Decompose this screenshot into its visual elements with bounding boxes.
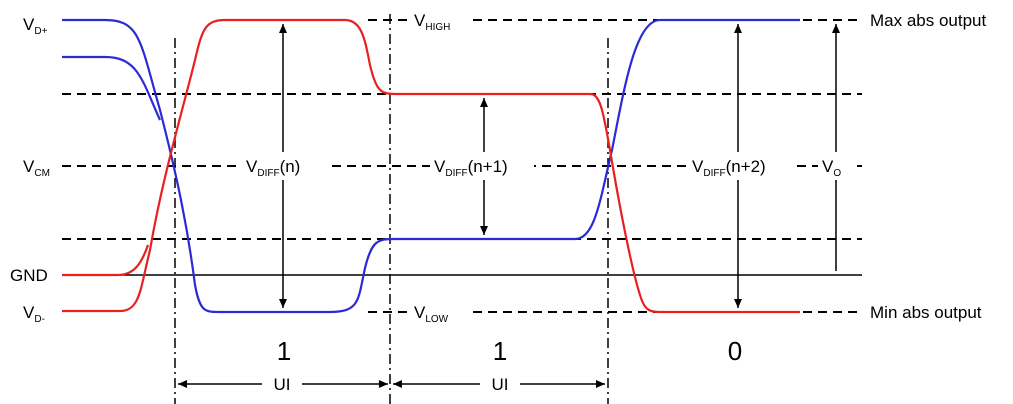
gnd-label: GND xyxy=(10,266,48,285)
d-plus-waveform xyxy=(62,18,800,314)
bit-value-1: 1 xyxy=(277,336,291,366)
vdiff-n-bg xyxy=(241,152,327,180)
vdiff-n1-bg xyxy=(430,152,534,180)
vlow-bg xyxy=(410,300,470,326)
bit-value-2: 1 xyxy=(493,336,507,366)
vlow-label: VLOW xyxy=(414,303,449,325)
bit-boundaries xyxy=(174,14,609,404)
vhigh-label: VHIGH xyxy=(414,11,450,33)
d-minus-waveform xyxy=(62,18,800,314)
ui-label-2: UI xyxy=(492,375,509,394)
vcm-label: VCM xyxy=(23,157,50,179)
bit-value-3: 0 xyxy=(728,336,742,366)
measurement-arrows xyxy=(178,24,840,388)
ui-bg-1 xyxy=(262,372,302,396)
d-plus-waveform-alt xyxy=(62,55,162,121)
vo-label: VO xyxy=(822,157,841,179)
vdiff-n-label: VDIFF(n) xyxy=(246,157,300,179)
min-abs-output-label: Min abs output xyxy=(870,303,982,322)
vo-bg xyxy=(818,152,856,180)
ui-bg-2 xyxy=(480,372,520,396)
vdiff-n1-label: VDIFF(n+1) xyxy=(434,157,508,179)
d-minus-waveform-alt xyxy=(62,244,150,277)
max-abs-output-label: Max abs output xyxy=(870,11,987,30)
ui-label-1: UI xyxy=(274,375,291,394)
vdiff-n2-label: VDIFF(n+2) xyxy=(692,157,766,179)
vdiff-n2-bg xyxy=(688,152,792,180)
vd-minus-label: VD- xyxy=(23,303,45,325)
label-backgrounds xyxy=(241,8,856,396)
vd-plus-label: VD+ xyxy=(23,15,48,37)
vhigh-bg xyxy=(410,8,470,34)
